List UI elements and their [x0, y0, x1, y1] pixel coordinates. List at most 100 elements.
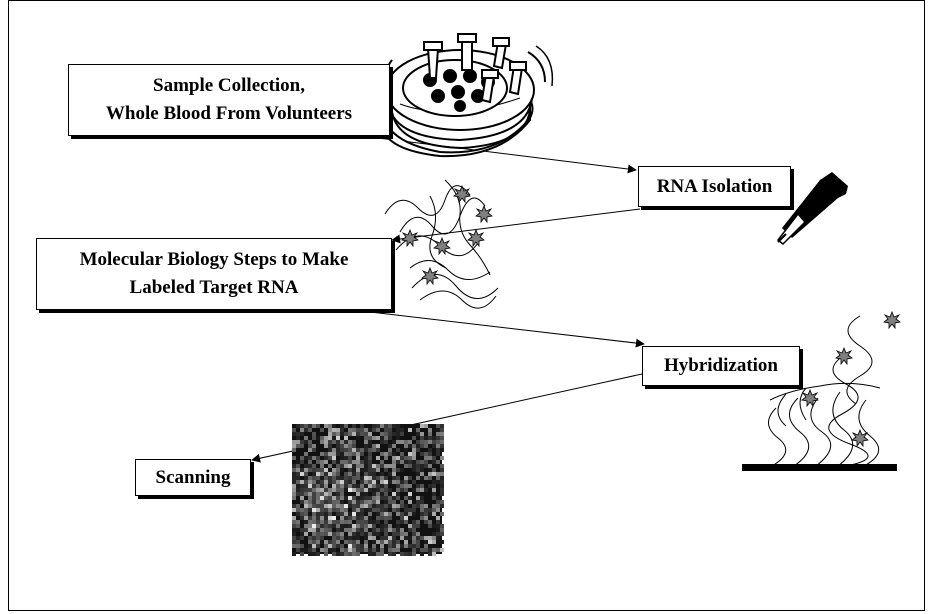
scan-pixel — [316, 492, 320, 496]
scan-pixel — [424, 424, 428, 428]
scan-pixel — [316, 508, 320, 512]
scan-pixel — [336, 508, 340, 512]
scan-pixel — [436, 476, 440, 480]
scan-pixel — [332, 480, 336, 484]
scan-pixel — [364, 524, 368, 528]
scan-pixel — [356, 432, 360, 436]
scan-pixel — [416, 520, 420, 524]
scan-pixel — [396, 448, 400, 452]
scan-pixel — [300, 544, 304, 548]
scan-pixel — [392, 496, 396, 500]
scan-pixel — [368, 480, 372, 484]
scan-pixel — [308, 536, 312, 540]
scan-pixel — [412, 528, 416, 532]
scan-pixel — [428, 436, 432, 440]
scan-pixel — [296, 432, 300, 436]
scan-pixel — [356, 508, 360, 512]
scan-pixel — [420, 536, 424, 540]
scan-pixel — [308, 552, 312, 556]
scan-pixel — [304, 428, 308, 432]
rna-isolation-label: RNA Isolation — [656, 175, 773, 197]
scan-pixel — [316, 500, 320, 504]
scan-pixel — [400, 468, 404, 472]
scan-pixel — [292, 476, 296, 480]
scan-pixel — [372, 468, 376, 472]
scan-pixel — [320, 500, 324, 504]
scan-pixel — [376, 548, 380, 552]
scan-pixel — [440, 456, 444, 460]
scan-pixel — [308, 476, 312, 480]
scan-pixel — [328, 488, 332, 492]
scan-pixel — [344, 460, 348, 464]
scan-pixel — [324, 456, 328, 460]
scan-pixel — [352, 472, 356, 476]
scan-pixel — [308, 444, 312, 448]
scan-pixel — [432, 548, 436, 552]
scan-pixel — [424, 460, 428, 464]
scan-pixel — [396, 424, 400, 428]
scan-pixel — [300, 440, 304, 444]
scan-pixel — [328, 448, 332, 452]
scan-pixel — [420, 548, 424, 552]
scan-pixel — [368, 520, 372, 524]
scan-pixel — [432, 504, 436, 508]
scan-pixel — [304, 484, 308, 488]
scan-pixel — [380, 524, 384, 528]
scan-pixel — [336, 476, 340, 480]
scan-pixel — [356, 468, 360, 472]
scan-pixel — [332, 440, 336, 444]
scan-pixel — [424, 440, 428, 444]
scan-pixel — [312, 544, 316, 548]
scan-pixel — [348, 456, 352, 460]
scan-pixel — [348, 512, 352, 516]
scan-pixel — [312, 552, 316, 556]
scan-pixel — [396, 544, 400, 548]
scan-pixel — [376, 424, 380, 428]
scan-pixel — [420, 504, 424, 508]
scan-pixel — [432, 440, 436, 444]
scan-pixel — [352, 552, 356, 556]
scan-pixel — [420, 476, 424, 480]
scan-pixel — [368, 552, 372, 556]
scan-pixel — [328, 456, 332, 460]
scan-pixel — [336, 520, 340, 524]
scan-pixel — [436, 432, 440, 436]
scan-pixel — [328, 452, 332, 456]
scan-pixel — [380, 484, 384, 488]
scan-pixel — [364, 456, 368, 460]
scan-pixel — [384, 424, 388, 428]
scan-pixel — [328, 544, 332, 548]
scan-pixel — [376, 540, 380, 544]
scan-pixel — [412, 540, 416, 544]
scan-pixel — [384, 476, 388, 480]
scan-pixel — [356, 492, 360, 496]
scan-pixel — [360, 496, 364, 500]
scan-pixel — [344, 456, 348, 460]
scan-pixel — [352, 448, 356, 452]
scan-pixel — [400, 552, 404, 556]
scan-pixel — [356, 552, 360, 556]
scan-pixel — [296, 468, 300, 472]
scan-pixel — [340, 528, 344, 532]
scan-pixel — [388, 512, 392, 516]
scan-pixel — [324, 488, 328, 492]
scan-pixel — [368, 516, 372, 520]
scan-pixel — [428, 428, 432, 432]
scan-pixel — [380, 548, 384, 552]
scan-pixel — [436, 508, 440, 512]
scan-pixel — [440, 488, 444, 492]
scan-pixel — [320, 484, 324, 488]
arrow-sample-to-rna — [369, 136, 637, 174]
scan-pixel — [412, 544, 416, 548]
scan-pixel — [364, 480, 368, 484]
scan-pixel — [400, 484, 404, 488]
scan-pixel — [300, 532, 304, 536]
scan-pixel — [308, 548, 312, 552]
scan-pixel — [428, 440, 432, 444]
scan-pixel — [436, 504, 440, 508]
scan-pixel — [292, 488, 296, 492]
scan-pixel — [400, 512, 404, 516]
scan-pixel — [320, 528, 324, 532]
scan-pixel — [404, 520, 408, 524]
scan-pixel — [372, 436, 376, 440]
